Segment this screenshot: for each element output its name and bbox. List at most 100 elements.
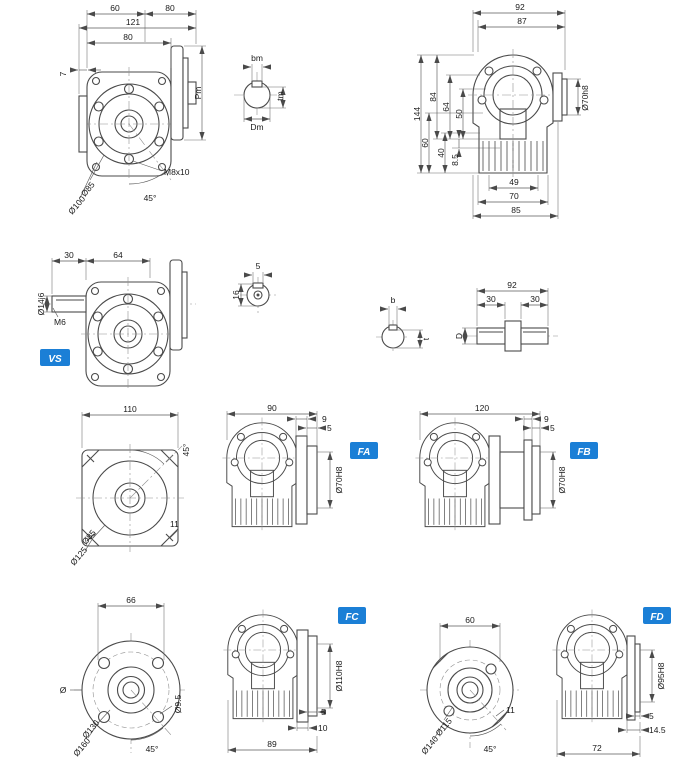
front-flange-dimensions: [70, 10, 206, 199]
view-fc: Ø110H8 5 10 89 FC: [222, 607, 366, 753]
view-vs: 30 64 Ø14j6 M6 VS: [36, 250, 196, 392]
dim-fcfl-dia: Ø: [60, 685, 67, 695]
view-fb: 120 9 5 Ø70H8 FB: [414, 403, 598, 533]
dim-side-84: 84: [428, 92, 438, 102]
dim-sq-dia125: Ø125: [68, 545, 89, 568]
dim-side-144: 144: [412, 107, 422, 121]
fd-dimensions: [556, 649, 655, 757]
dim-side-60: 60: [420, 138, 430, 148]
fc-badge: [338, 607, 366, 624]
motor-shaft-dimensions: [243, 64, 286, 122]
dim-shaft-d: D: [454, 333, 464, 339]
view-fd: Ø95H8 5 14.5 72 FD: [551, 607, 671, 757]
fc-badge-label: FC: [345, 612, 359, 623]
dim-fa-dia70h8: Ø70H8: [334, 466, 344, 493]
dim-key-5: 5: [256, 261, 261, 271]
view-motor-shaft-section: bm tm Dm: [234, 53, 286, 132]
dim-fb-120: 120: [475, 403, 489, 413]
worm-shaft-linework: [376, 320, 558, 354]
dim-side-64: 64: [441, 102, 451, 112]
dim-sq-45: 45°: [181, 444, 191, 457]
dim-side-dia70h8: Ø70h8: [580, 85, 590, 111]
dim-side-8-5: 8.5: [450, 154, 460, 166]
vs-dimensions: [44, 258, 151, 318]
dim-vs-m6: M6: [54, 317, 66, 327]
dim-fa-5: 5: [327, 423, 332, 433]
dim-fcfl-66: 66: [126, 595, 136, 605]
dim-sq-110: 110: [123, 404, 137, 414]
dim-front-m8x10: M8x10: [164, 167, 190, 177]
fc-dimensions: [227, 643, 333, 753]
view-worm-shaft: b t D 92 30 30: [376, 280, 558, 354]
fc-flange-dimensions: [70, 603, 173, 741]
fb-badge-label: FB: [577, 447, 590, 458]
view-fc-flange: 66 Ø Ø130 Ø160 Ø9.5 45°: [60, 595, 188, 758]
dim-front-45: 45°: [144, 193, 157, 203]
fd-badge: [643, 607, 671, 624]
front-flange-linework: [78, 45, 197, 182]
dim-fdfl-45: 45°: [484, 744, 497, 754]
dim-fc-5: 5: [321, 707, 326, 717]
dim-dm: Dm: [250, 122, 263, 132]
dim-vs-64: 64: [113, 250, 123, 260]
dim-fd-72: 72: [592, 743, 602, 753]
dim-side-87: 87: [517, 16, 527, 26]
dim-fd-5: 5: [649, 711, 654, 721]
fb-badge: [570, 442, 598, 459]
dim-fa-90: 90: [267, 403, 277, 413]
dim-key-16: 16: [231, 290, 241, 300]
dim-side-49: 49: [509, 177, 519, 187]
fb-dimensions: [419, 411, 556, 509]
dim-fa-9: 9: [322, 414, 327, 424]
dim-fd-14-5: 14.5: [649, 725, 666, 735]
vs-badge: [40, 349, 70, 366]
dim-fb-9: 9: [544, 414, 549, 424]
fa-badge-label: FA: [358, 447, 371, 458]
dim-tm: tm: [275, 91, 285, 100]
dim-front-top-60: 60: [110, 3, 120, 13]
dim-side-92: 92: [515, 2, 525, 12]
dim-side-85: 85: [511, 205, 521, 215]
dim-fcfl-dia9-5: Ø9.5: [173, 695, 183, 714]
dim-front-top-80: 80: [165, 3, 175, 13]
view-front-flange: 60 80 121 80 7 Pm M8x10 Ø85 Ø100 45°: [58, 3, 206, 216]
view-side-elevation: 92 87 144 84 64 50 60 40 8.5 Ø70h8 49 70…: [412, 2, 590, 219]
dim-shaft-30a: 30: [486, 294, 496, 304]
square-flange-dimensions: [81, 412, 183, 552]
dim-front-121: 121: [126, 17, 140, 27]
dim-fc-89: 89: [267, 739, 277, 749]
view-fa: 90 9 5 Ø70H8 FA: [221, 403, 378, 533]
dim-fc-10: 10: [318, 723, 328, 733]
side-linework: [467, 48, 568, 180]
dim-shaft-30b: 30: [530, 294, 540, 304]
fb-linework: [414, 417, 541, 533]
fa-linework: [221, 417, 318, 533]
key-section-dimensions: [238, 272, 272, 307]
dim-side-70: 70: [509, 191, 519, 201]
side-dimensions: [417, 10, 581, 219]
dim-fcfl-45: 45°: [146, 744, 159, 754]
fd-linework: [551, 609, 641, 725]
key-section-linework: [240, 277, 276, 313]
fd-flange-dimensions: [433, 623, 507, 740]
view-key-section: 5 16: [231, 261, 276, 313]
dim-front-7: 7: [58, 71, 68, 76]
dim-front-pm: Pm: [193, 87, 203, 100]
dim-shaft-92: 92: [507, 280, 517, 290]
dim-fc-dia110h8: Ø110H8: [334, 660, 344, 691]
dim-vs-dia14j6: Ø14j6: [36, 292, 46, 315]
fd-badge-label: FD: [650, 612, 663, 623]
dim-fdfl-dia140: Ø140: [419, 734, 440, 757]
dim-fd-dia95h8: Ø95H8: [656, 662, 666, 689]
dim-side-40: 40: [436, 148, 446, 158]
dim-fcfl-dia160: Ø160: [71, 736, 92, 759]
view-square-flange: 110 45° 11 Ø85 Ø125: [68, 404, 191, 567]
fa-dimensions: [226, 411, 333, 509]
dim-sq-11: 11: [170, 519, 179, 529]
dim-fb-dia70h8: Ø70H8: [557, 466, 567, 493]
dim-shaft-t: t: [421, 337, 431, 340]
dim-fb-5: 5: [550, 423, 555, 433]
dim-front-80: 80: [123, 32, 133, 42]
fa-badge: [350, 442, 378, 459]
